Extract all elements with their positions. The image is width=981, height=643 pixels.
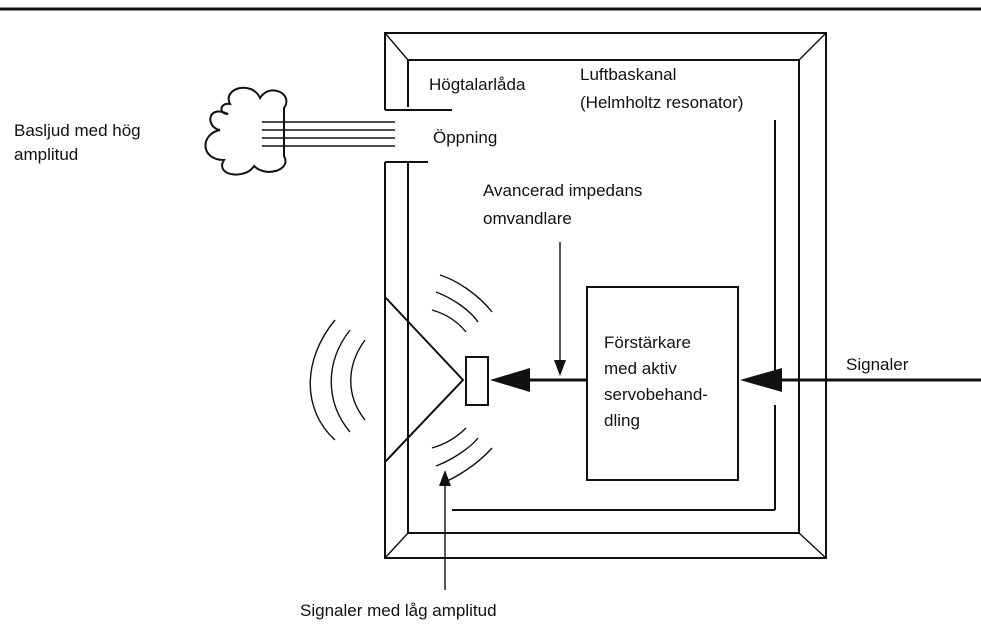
label-opening: Öppning	[433, 128, 497, 147]
label-signals: Signaler	[846, 355, 909, 374]
label-amplifier-1: Förstärkare	[604, 333, 691, 352]
label-bass-sound-2: amplitud	[14, 145, 78, 164]
label-speaker-box: Högtalarlåda	[429, 75, 526, 94]
label-amplifier-4: dling	[604, 411, 640, 430]
sound-lines	[262, 121, 395, 147]
speaker-coil	[465, 356, 489, 406]
signal-input-arrow	[740, 368, 981, 392]
label-low-amp-signals: Signaler med låg amplitud	[300, 601, 497, 620]
label-amplifier-3: servobehand-	[604, 385, 708, 404]
low-amp-pointer-arrow	[439, 470, 451, 590]
amplifier-to-speaker-arrow	[490, 368, 587, 392]
label-converter-2: omvandlare	[483, 209, 572, 228]
converter-pointer-arrow	[554, 242, 566, 376]
speaker-cabinet	[384, 32, 827, 559]
label-bass-sound-1: Basljud med hög	[14, 121, 141, 140]
cloud-icon	[204, 86, 288, 176]
label-amplifier-2: med aktiv	[604, 359, 677, 378]
amplifier-box	[586, 286, 739, 481]
speaker-cone	[384, 296, 489, 463]
sound-waves-left	[309, 319, 366, 441]
bass-port	[385, 109, 776, 511]
label-bass-channel-1: Luftbaskanal	[580, 65, 676, 84]
label-bass-channel-2: (Helmholtz resonator)	[580, 93, 743, 112]
sound-waves-right	[431, 274, 493, 485]
label-converter-1: Avancerad impedans	[483, 181, 642, 200]
